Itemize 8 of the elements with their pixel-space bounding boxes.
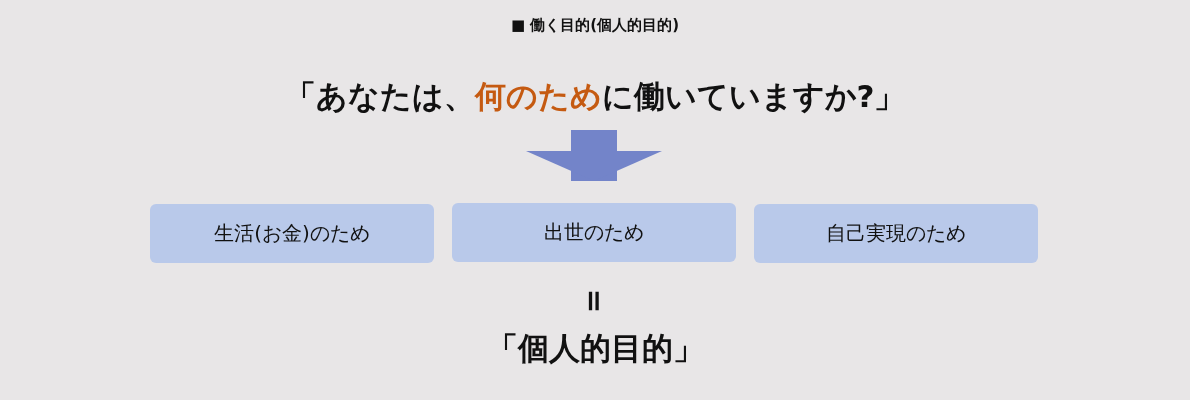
conclusion-text: 「個人的目的」 — [486, 329, 704, 368]
purpose-box: 自己実現のため — [754, 204, 1038, 263]
equals-sign: ＝ — [575, 284, 617, 318]
purpose-box: 出世のため — [452, 203, 736, 262]
slide-title: ■ 働く目的(個人的目的) — [509, 16, 681, 35]
purpose-box: 生活(お金)のため — [150, 204, 434, 263]
block-arrow — [526, 130, 662, 181]
question-text: 「あなたは、何のために働いていますか?」 — [284, 76, 906, 118]
